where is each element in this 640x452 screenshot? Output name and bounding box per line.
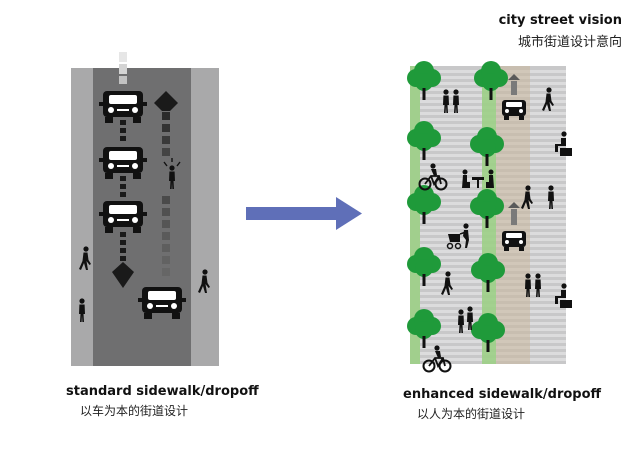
seated-person-icon	[555, 131, 572, 156]
right-caption-zh: 以人为本的街道设计	[417, 407, 526, 421]
cafe-table-icon	[462, 169, 494, 188]
standard-street-diagram	[71, 52, 219, 366]
dropoff-up-arrow	[154, 91, 178, 276]
enhanced-street-diagram	[407, 61, 572, 373]
car-motion-trail	[112, 52, 134, 288]
seated-person-icon	[555, 283, 572, 308]
green-buffer-left	[410, 66, 420, 364]
left-caption: standard sidewalk/dropoff	[66, 384, 259, 399]
right-sidewalk	[191, 68, 219, 366]
stroller-icon	[446, 223, 469, 250]
right-caption: enhanced sidewalk/dropoff	[403, 387, 602, 402]
transition-arrow-icon	[246, 197, 362, 230]
page-subtitle: 城市街道设计意向	[517, 35, 622, 50]
dropoff-up-arrow	[508, 74, 520, 95]
left-caption-zh: 以车为本的街道设计	[80, 404, 189, 418]
dropoff-up-arrow	[508, 202, 520, 225]
alerted-pedestrian-icon	[163, 158, 181, 189]
page-title: city street vision	[498, 13, 622, 28]
left-sidewalk	[71, 68, 93, 366]
